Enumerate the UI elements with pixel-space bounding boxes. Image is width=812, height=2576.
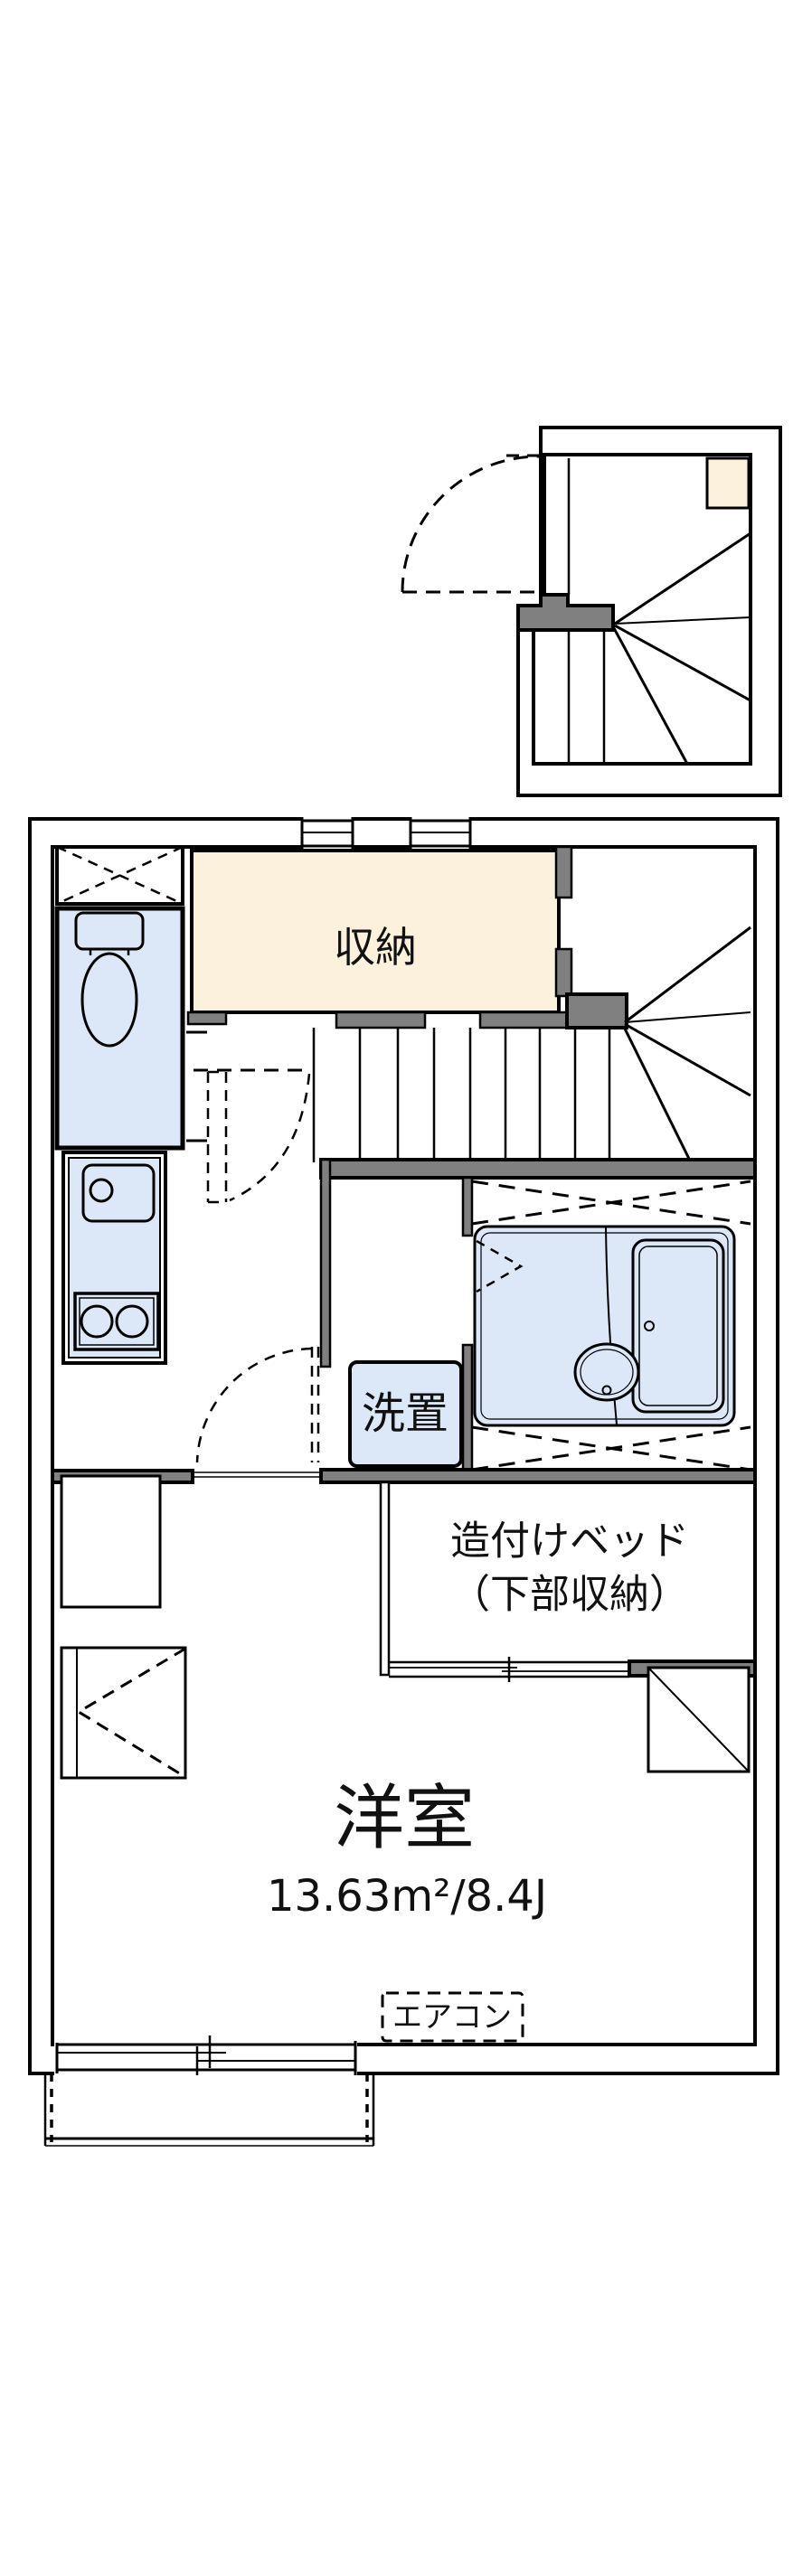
bed-label-1: 造付けベッド <box>450 1518 689 1565</box>
bed-left-wall <box>379 1481 391 1677</box>
bath-room <box>471 1180 751 1471</box>
aircon-box: エアコン <box>381 1991 524 2043</box>
mid-wall-below-stairs <box>319 1158 757 1180</box>
bath-left-wall-upper <box>461 1176 474 1237</box>
hall-wall-seg-1 <box>335 1011 427 1029</box>
upper-landing-mat <box>705 456 751 510</box>
window-icon-bottom <box>54 2035 357 2075</box>
toilet-door-jambs <box>186 1030 207 1142</box>
stair-wall-stub <box>516 593 615 632</box>
entry-door-swing-icon <box>194 1068 311 1204</box>
aircon-label: エアコン <box>392 1999 512 2035</box>
door-swing-icon <box>401 454 540 594</box>
hall-wall-seg-2 <box>478 1011 571 1029</box>
toilet-room <box>54 906 185 1151</box>
bath-left-wall-lower <box>461 1343 474 1473</box>
bed-edge-slider-icon <box>389 1657 629 1682</box>
room-name-label: 洋室 <box>334 1778 475 1859</box>
washing-machine-slot: 洗置 <box>348 1360 463 1468</box>
bathtub-icon <box>631 1238 725 1414</box>
bath-bottom-wall <box>319 1468 757 1484</box>
room-size-label: 13.63m²/8.4J <box>267 1871 547 1922</box>
shower-basin-icon <box>573 1342 640 1402</box>
balcony-icon <box>43 2072 375 2147</box>
main-unit: 収納 <box>28 817 779 2075</box>
window-icon-top-1 <box>300 817 354 850</box>
stairwell-wall-upper <box>554 845 573 899</box>
room-door-swing-icon <box>195 1347 320 1463</box>
window-icon-top-2 <box>409 817 472 850</box>
corner-shelf-icon <box>647 1666 751 1773</box>
winder-wall-stub <box>565 992 628 1029</box>
upper-stair-block <box>401 426 782 797</box>
bed-area: 造付けベッド （下部収納） <box>379 1481 757 1773</box>
laundry-label: 洗置 <box>362 1388 448 1439</box>
kitchen-sink-icon <box>81 1163 156 1223</box>
room-doorway-threshold <box>193 1471 321 1478</box>
hall-wall-seg-0 <box>186 1011 228 1026</box>
bath-hatch-top <box>471 1180 751 1226</box>
toilet-icon <box>74 911 145 1048</box>
kitchen-counter <box>61 1151 167 1365</box>
main-outer-walls <box>28 817 779 2075</box>
stairs-icon <box>567 531 751 765</box>
side-counter <box>60 1474 162 1609</box>
bifold-closet-icon <box>60 1646 187 1780</box>
bath-hatch-bottom <box>471 1425 751 1471</box>
storage-room <box>190 849 561 1014</box>
upper-cabinet-icon <box>55 845 184 906</box>
bed-label-2: （下部収納） <box>450 1572 689 1618</box>
bath-door-swing-icon <box>476 1239 524 1293</box>
hall-vertical-wall <box>319 1158 332 1368</box>
stairs-icon-main <box>312 926 751 1162</box>
stairwell-wall-lower <box>554 947 573 998</box>
bath-unit <box>473 1225 736 1427</box>
storage-label: 収納 <box>334 923 417 972</box>
bath-unit-inner-line <box>480 1232 729 1420</box>
stove-icon <box>73 1292 160 1351</box>
